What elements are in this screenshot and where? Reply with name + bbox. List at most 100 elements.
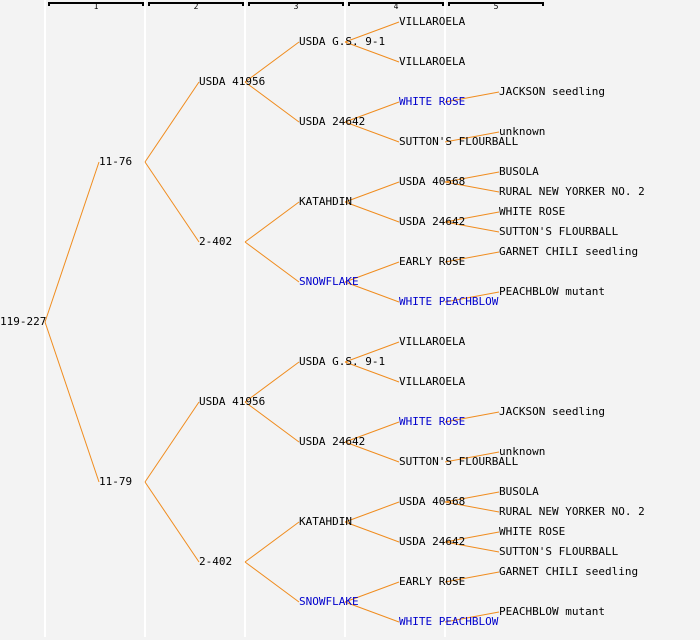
- pedigree-link: [344, 501, 400, 523]
- ancestor-gen-3[interactable]: USDA 24642: [299, 115, 366, 128]
- generation-number: 4: [393, 2, 399, 11]
- ancestor-gen-3[interactable]: KATAHDIN: [299, 195, 352, 208]
- ancestor-gen-4[interactable]: SUTTON'S FLOURBALL: [399, 135, 519, 148]
- generation-bracket: [48, 2, 144, 6]
- generation-number: 3: [293, 2, 299, 11]
- ancestor-gen-5[interactable]: SUTTON'S FLOURBALL: [499, 545, 619, 558]
- ancestor-gen-5[interactable]: PEACHBLOW mutant: [499, 605, 605, 618]
- ancestor-gen-4[interactable]: USDA 24642: [399, 215, 466, 228]
- pedigree-link: [244, 201, 300, 243]
- pedigree-link: [444, 531, 500, 543]
- pedigree-link: [244, 361, 300, 403]
- pedigree-link: [444, 181, 500, 193]
- generation-bracket: [448, 2, 544, 6]
- ancestor-gen-5[interactable]: WHITE ROSE: [499, 205, 566, 218]
- ancestor-gen-5[interactable]: RURAL NEW YORKER NO. 2: [499, 505, 645, 518]
- pedigree-link: [344, 101, 400, 123]
- ancestor-gen-5[interactable]: BUSOLA: [499, 485, 539, 498]
- ancestor-gen-2[interactable]: USDA 41956: [199, 395, 266, 408]
- ancestor-gen-5[interactable]: WHITE ROSE: [499, 525, 566, 538]
- generation-separator: [244, 0, 246, 637]
- generation-separator: [44, 0, 46, 637]
- pedigree-link: [444, 411, 500, 423]
- pedigree-link: [444, 611, 500, 623]
- ancestor-gen-4[interactable]: EARLY ROSE: [399, 255, 466, 268]
- ancestor-gen-4[interactable]: WHITE PEACHBLOW: [399, 615, 499, 628]
- pedigree-link: [144, 81, 200, 163]
- pedigree-link: [344, 121, 400, 143]
- ancestor-gen-4[interactable]: WHITE ROSE: [399, 95, 466, 108]
- pedigree-link: [444, 131, 500, 143]
- ancestor-gen-4[interactable]: USDA 40568: [399, 495, 466, 508]
- ancestor-gen-4[interactable]: VILLAROELA: [399, 335, 466, 348]
- pedigree-link: [44, 161, 100, 323]
- ancestor-gen-1[interactable]: 11-79: [99, 475, 133, 488]
- pedigree-link: [444, 571, 500, 583]
- ancestor-gen-5[interactable]: JACKSON seedling: [499, 85, 605, 98]
- pedigree-link: [444, 451, 500, 463]
- pedigree-link: [344, 181, 400, 203]
- pedigree-link: [444, 291, 500, 303]
- ancestor-gen-5[interactable]: GARNET CHILI seedling: [499, 245, 639, 258]
- ancestor-gen-3[interactable]: USDA G.S. 9-1: [299, 35, 386, 48]
- ancestor-gen-5[interactable]: BUSOLA: [499, 165, 539, 178]
- pedigree-link: [344, 441, 400, 463]
- pedigree-link: [444, 211, 500, 223]
- ancestor-gen-3[interactable]: USDA G.S. 9-1: [299, 355, 386, 368]
- ancestor-gen-4[interactable]: EARLY ROSE: [399, 575, 466, 588]
- ancestor-gen-5[interactable]: unknown: [499, 125, 546, 138]
- ancestor-gen-4[interactable]: VILLAROELA: [399, 55, 466, 68]
- ancestor-gen-4[interactable]: WHITE ROSE: [399, 415, 466, 428]
- pedigree-link: [244, 241, 300, 283]
- pedigree-link: [344, 201, 400, 223]
- ancestor-gen-4[interactable]: WHITE PEACHBLOW: [399, 295, 499, 308]
- ancestor-gen-4[interactable]: VILLAROELA: [399, 375, 466, 388]
- pedigree-link: [444, 501, 500, 513]
- ancestor-gen-4[interactable]: USDA 24642: [399, 535, 466, 548]
- generation-number: 1: [93, 2, 99, 11]
- pedigree-link: [244, 41, 300, 83]
- ancestor-gen-3[interactable]: KATAHDIN: [299, 515, 352, 528]
- pedigree-link: [444, 251, 500, 263]
- ancestor-gen-4[interactable]: SUTTON'S FLOURBALL: [399, 455, 519, 468]
- ancestor-gen-3[interactable]: SNOWFLAKE: [299, 275, 359, 288]
- ancestor-gen-5[interactable]: SUTTON'S FLOURBALL: [499, 225, 619, 238]
- pedigree-link: [344, 521, 400, 543]
- pedigree-link: [344, 41, 400, 63]
- ancestor-gen-3[interactable]: SNOWFLAKE: [299, 595, 359, 608]
- generation-bracket: [148, 2, 244, 6]
- pedigree-link: [344, 581, 400, 603]
- pedigree-link: [444, 491, 500, 503]
- ancestor-gen-1[interactable]: 11-76: [99, 155, 133, 168]
- generation-separator: [344, 0, 346, 637]
- pedigree-link: [144, 481, 200, 563]
- pedigree-link: [144, 401, 200, 483]
- root-variety[interactable]: 119-227: [0, 315, 47, 328]
- ancestor-gen-5[interactable]: PEACHBLOW mutant: [499, 285, 605, 298]
- pedigree-link: [444, 171, 500, 183]
- ancestor-gen-4[interactable]: VILLAROELA: [399, 15, 466, 28]
- ancestor-gen-2[interactable]: 2-402: [199, 555, 233, 568]
- generation-bracket: [248, 2, 344, 6]
- pedigree-link: [244, 561, 300, 603]
- pedigree-link: [344, 21, 400, 43]
- generation-number: 5: [493, 2, 499, 11]
- ancestor-gen-5[interactable]: RURAL NEW YORKER NO. 2: [499, 185, 645, 198]
- pedigree-link: [244, 401, 300, 443]
- ancestor-gen-5[interactable]: JACKSON seedling: [499, 405, 605, 418]
- pedigree-link: [44, 321, 100, 483]
- ancestor-gen-4[interactable]: USDA 40568: [399, 175, 466, 188]
- ancestor-gen-2[interactable]: 2-402: [199, 235, 233, 248]
- ancestor-gen-5[interactable]: unknown: [499, 445, 546, 458]
- ancestor-gen-2[interactable]: USDA 41956: [199, 75, 266, 88]
- generation-bracket: [348, 2, 444, 6]
- pedigree-link: [344, 601, 400, 623]
- generation-separator: [144, 0, 146, 637]
- ancestor-gen-3[interactable]: USDA 24642: [299, 435, 366, 448]
- ancestor-gen-5[interactable]: GARNET CHILI seedling: [499, 565, 639, 578]
- pedigree-link: [444, 91, 500, 103]
- pedigree-link: [344, 261, 400, 283]
- pedigree-link: [144, 161, 200, 243]
